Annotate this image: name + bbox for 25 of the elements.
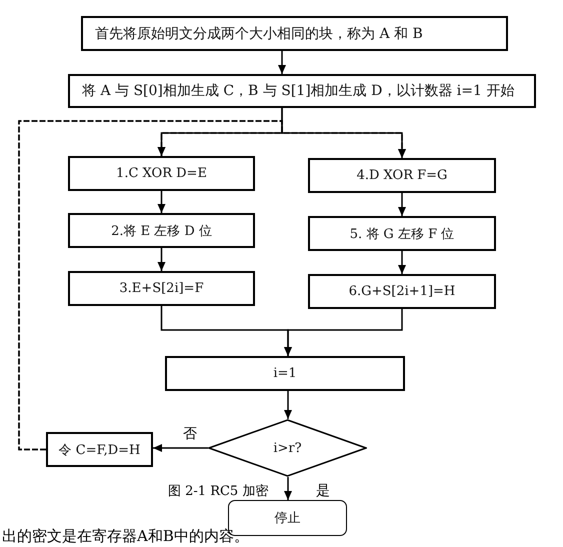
arrow (158, 248, 166, 271)
arrow (278, 51, 286, 74)
process-box: 6.G+S[2i+1]=H (308, 274, 496, 309)
process-box: 5. 将 G 左移 F 位 (308, 216, 496, 251)
arrow (398, 251, 406, 274)
process-box: 将 A 与 S[0]相加生成 C，B 与 S[1]相加生成 D，以计数器 i=1 开始 (68, 74, 536, 108)
arrow (18, 120, 406, 450)
edge-label: 是 (316, 482, 330, 500)
process-box: 令 C=F,D=H (46, 432, 153, 467)
process-box: 2.将 E 左移 D 位 (68, 213, 255, 248)
arrow (284, 391, 292, 419)
arrow (158, 191, 166, 213)
arrow (284, 477, 292, 500)
decision-diamond: i>r? (208, 419, 367, 477)
process-box: 4.D XOR F=G (308, 158, 496, 193)
edge-label: 否 (183, 425, 197, 443)
process-box: 1.C XOR D=E (68, 156, 255, 191)
caption: 图 2-1 RC5 加密 (168, 483, 268, 500)
process-box: i=1 (165, 356, 405, 391)
arrow (284, 309, 403, 356)
arrow (281, 108, 406, 158)
arrow (153, 444, 208, 452)
process-box: 3.E+S[2i]=F (68, 271, 255, 306)
arrow (398, 193, 406, 216)
process-box: 首先将原始明文分成两个大小相同的块，称为 A 和 B (81, 16, 508, 51)
